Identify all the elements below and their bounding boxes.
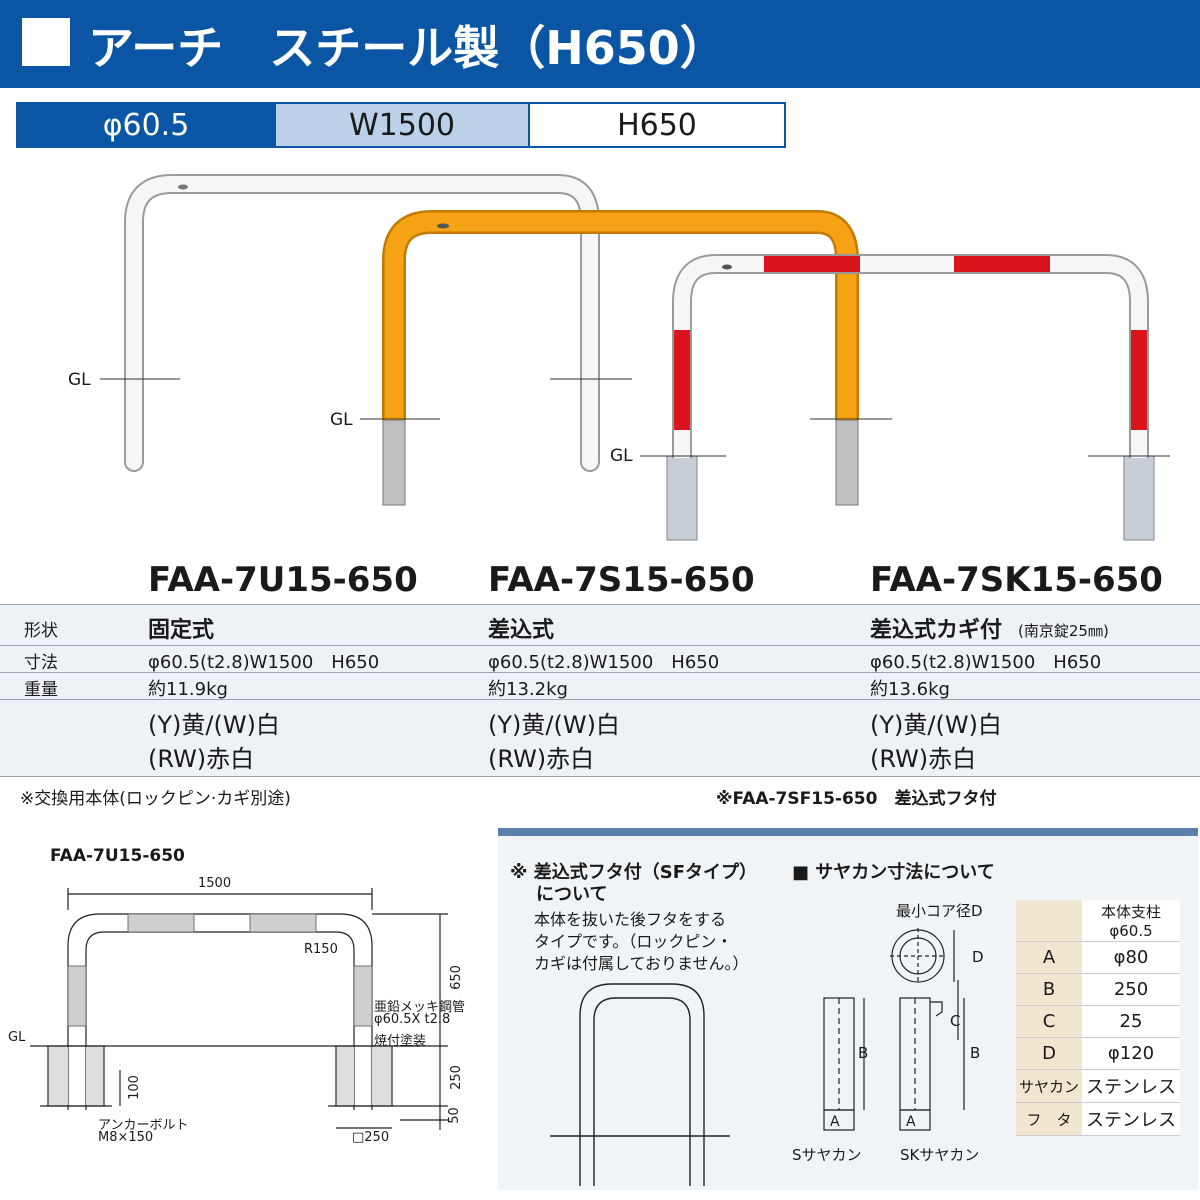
- dim-650: 650: [448, 965, 464, 990]
- shape-2: 差込式: [488, 618, 555, 643]
- label-sk-sayakan: SKサヤカン: [900, 1146, 980, 1164]
- table-label-c: C: [1016, 1006, 1082, 1038]
- dim-250: 250: [448, 1065, 464, 1090]
- sf-arch-drawing: [550, 983, 730, 1186]
- colors-2b: (RW)赤白: [488, 745, 595, 773]
- table-value-b: 250: [1082, 974, 1180, 1006]
- colors-3a: (Y)黄/(W)白: [870, 711, 1002, 739]
- weight-2: 約13.2kg: [488, 679, 568, 700]
- divider: [0, 776, 1200, 777]
- model-name-3: FAA-7SK15-650: [870, 560, 1163, 600]
- anchor-label-2: M8×150: [98, 1130, 154, 1145]
- shape-1: 固定式: [148, 618, 215, 643]
- letter-b-s: B: [858, 1044, 869, 1062]
- dimensions-3: φ60.5(t2.8)W1500 H650: [870, 652, 1102, 673]
- drawing-model: FAA-7U15-650: [50, 846, 185, 866]
- table-value-c: 25: [1082, 1006, 1180, 1038]
- shape-3-note: (南京錠25㎜): [1018, 622, 1109, 640]
- technical-drawing: [30, 888, 448, 1130]
- dimensions-1: φ60.5(t2.8)W1500 H650: [148, 652, 380, 673]
- arch-white-fixed: [100, 174, 632, 472]
- row-label-weight: 重量: [24, 680, 58, 700]
- core-label: 最小コア径D: [896, 902, 983, 920]
- dimensions-2: φ60.5(t2.8)W1500 H650: [488, 652, 720, 673]
- product-illustrations: [100, 174, 1170, 541]
- colors-3b: (RW)赤白: [870, 745, 977, 773]
- page-title: アーチ スチール製（H650）: [88, 21, 726, 75]
- base-250: □250: [352, 1130, 390, 1145]
- model-name-2: FAA-7S15-650: [488, 560, 755, 600]
- sf-title-1: ※ 差込式フタ付（SFタイプ）: [510, 862, 758, 883]
- colors-1a: (Y)黄/(W)白: [148, 711, 280, 739]
- table-header-2: φ60.5: [1109, 922, 1153, 940]
- table-label-b: B: [1016, 974, 1082, 1006]
- gl-label-1: GL: [68, 370, 91, 390]
- table-label-futa: フ タ: [1016, 1103, 1082, 1136]
- title-square-icon: [22, 18, 70, 66]
- row-label-shape: 形状: [24, 621, 58, 641]
- letter-d: D: [972, 948, 984, 966]
- divider: [0, 645, 1200, 646]
- divider: [0, 672, 1200, 673]
- note-left: ※交換用本体(ロックピン·カギ別途): [20, 789, 291, 809]
- sf-desc-3: カギは付属しておりません。）: [534, 954, 749, 973]
- spec-diameter: φ60.5: [16, 102, 276, 148]
- letter-a-s: A: [830, 1114, 840, 1130]
- dim-100: 100: [126, 1075, 142, 1100]
- pipe-label-1: 亜鉛メッキ鋼管: [374, 1000, 466, 1015]
- weight-1: 約11.9kg: [148, 679, 228, 700]
- sf-title-2: について: [536, 884, 608, 905]
- gl-label-2: GL: [330, 410, 353, 430]
- info-panel-top-bar: [498, 828, 1198, 836]
- sf-desc-2: タイプです。（ロックピン・: [534, 932, 733, 951]
- arch-yellow-insert: [360, 210, 892, 506]
- spec-height: H650: [528, 102, 786, 148]
- sayakan-title: ■ サヤカン寸法について: [792, 862, 995, 883]
- spec-table-bg: [0, 604, 1200, 776]
- label-s-sayakan: Sサヤカン: [792, 1146, 862, 1164]
- letter-b-sk: B: [970, 1044, 981, 1062]
- dim-r150: R150: [304, 942, 338, 957]
- arch-red-white-key: [640, 254, 1170, 541]
- title-bar: [0, 0, 1200, 88]
- sayakan-drawing: [823, 928, 965, 1131]
- gl-label-3: GL: [610, 446, 633, 466]
- sf-desc-1: 本体を抜いた後フタをする: [534, 910, 727, 929]
- note-right: ※FAA-7SF15-650 差込式フタ付: [716, 789, 997, 809]
- row-label-dimensions: 寸法: [24, 653, 58, 673]
- table-label-sayakan: サヤカン: [1016, 1070, 1082, 1103]
- colors-1b: (RW)赤白: [148, 745, 255, 773]
- weight-3: 約13.6kg: [870, 679, 950, 700]
- colors-2a: (Y)黄/(W)白: [488, 711, 620, 739]
- divider: [0, 699, 1200, 700]
- spec-width: W1500: [274, 102, 530, 148]
- table-value-a: φ80: [1082, 942, 1180, 974]
- table-label-a: A: [1016, 942, 1082, 974]
- shape-3: 差込式カギ付: [870, 618, 1003, 643]
- model-name-1: FAA-7U15-650: [148, 560, 418, 600]
- table-value-d: φ120: [1082, 1038, 1180, 1070]
- table-value-futa: ステンレス: [1082, 1103, 1180, 1136]
- pipe-label-2: φ60.5X t2.8: [374, 1012, 451, 1027]
- letter-c: C: [950, 1012, 961, 1030]
- anchor-label-1: アンカーボルト: [98, 1118, 189, 1133]
- sayakan-table: 本体支柱 φ60.5 A φ80 B 250 C 25 D φ120 サヤカン …: [1016, 900, 1180, 1136]
- table-header-1: 本体支柱: [1100, 903, 1161, 921]
- dim-1500: 1500: [198, 876, 232, 891]
- letter-a-sk: A: [906, 1114, 916, 1130]
- finish-label: 焼付塗装: [374, 1034, 427, 1049]
- divider: [0, 604, 1200, 605]
- drawing-gl: GL: [8, 1030, 26, 1045]
- dim-50: 50: [446, 1107, 462, 1124]
- table-label-d: D: [1016, 1038, 1082, 1070]
- table-value-sayakan: ステンレス: [1082, 1070, 1180, 1103]
